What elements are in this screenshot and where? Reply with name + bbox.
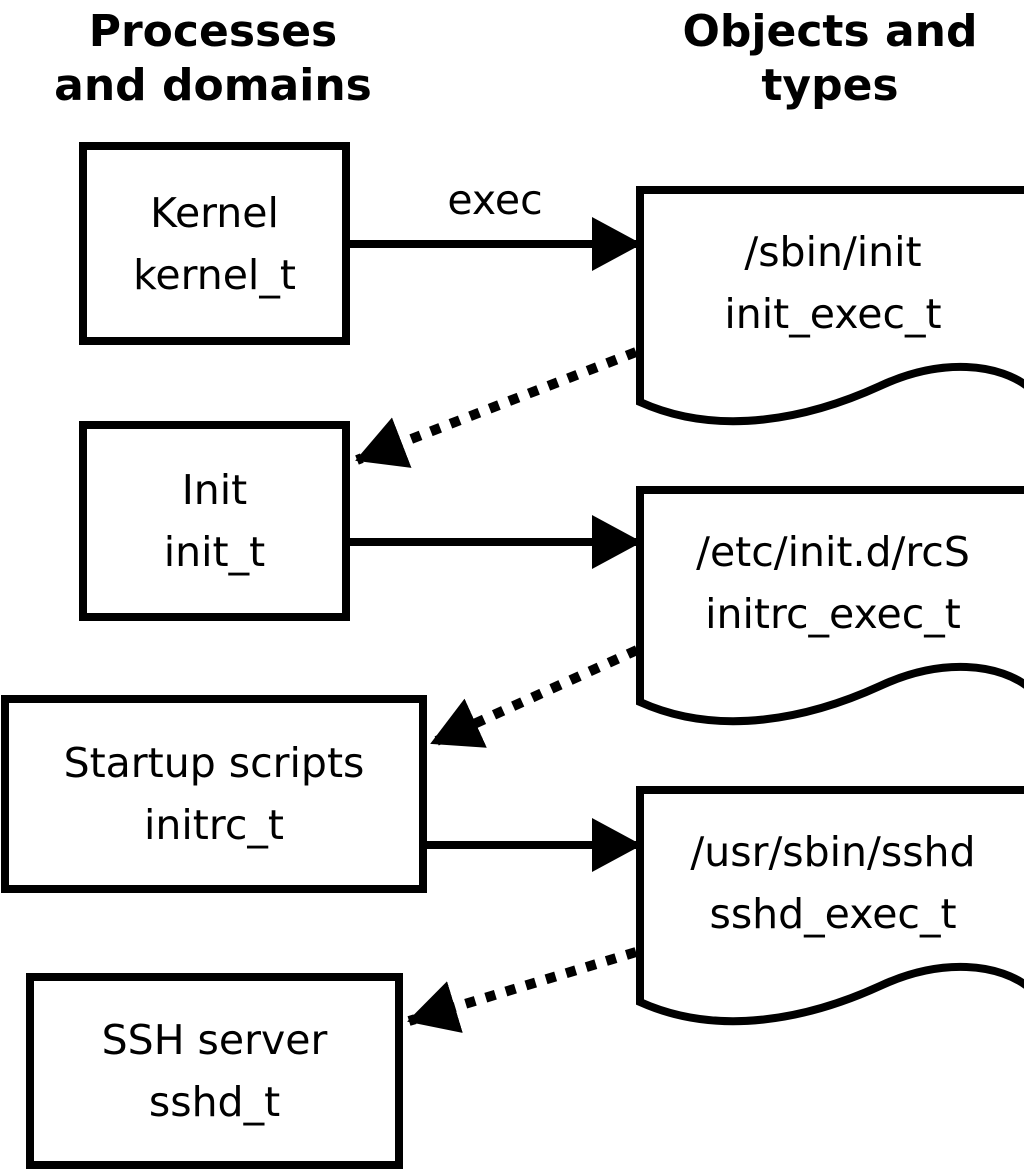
transition-arrow-to-initrc: [429, 645, 640, 748]
object-label-sbin-init: /sbin/init init_exec_t: [640, 221, 1024, 345]
object-type: init_exec_t: [724, 290, 942, 338]
process-name: SSH server: [101, 1016, 328, 1064]
process-domain-type: initrc_t: [144, 801, 284, 849]
object-label-etc-initd-rcs: /etc/init.d/rcS initrc_exec_t: [640, 521, 1024, 645]
process-name: Kernel: [150, 188, 279, 237]
process-box-init: Init init_t: [79, 421, 350, 621]
column-heading-objects: Objects and types: [640, 5, 1020, 113]
object-path: /sbin/init: [744, 228, 922, 276]
process-name: Startup scripts: [63, 739, 365, 787]
heading-line: types: [761, 60, 899, 111]
document-shape-sbin-init: [636, 186, 1024, 426]
exec-arrow-label: exec: [447, 176, 543, 224]
heading-line: Objects and: [682, 6, 978, 57]
process-domain-type: sshd_t: [148, 1078, 281, 1126]
transition-arrow-to-sshd: [407, 947, 638, 1033]
object-label-usr-sbin-sshd: /usr/sbin/sshd sshd_exec_t: [640, 821, 1024, 945]
object-path: /etc/init.d/rcS: [696, 528, 970, 576]
heading-line: Processes: [88, 6, 338, 57]
process-domain-type: kernel_t: [133, 250, 296, 299]
object-type: sshd_exec_t: [709, 890, 957, 938]
process-box-startup-scripts: Startup scripts initrc_t: [1, 695, 427, 893]
column-heading-processes: Processes and domains: [0, 5, 428, 113]
process-domain-type: init_t: [163, 528, 266, 576]
process-box-kernel: Kernel kernel_t: [79, 142, 350, 345]
object-path: /usr/sbin/sshd: [690, 828, 976, 876]
heading-line: and domains: [54, 60, 372, 111]
document-shape-usr-sbin-sshd: [636, 786, 1024, 1026]
transition-arrow-to-init: [355, 347, 638, 468]
process-name: Init: [181, 466, 248, 514]
object-type: initrc_exec_t: [705, 590, 961, 638]
document-shape-etc-initd-rcs: [636, 486, 1024, 726]
process-box-ssh-server: SSH server sshd_t: [26, 973, 403, 1169]
